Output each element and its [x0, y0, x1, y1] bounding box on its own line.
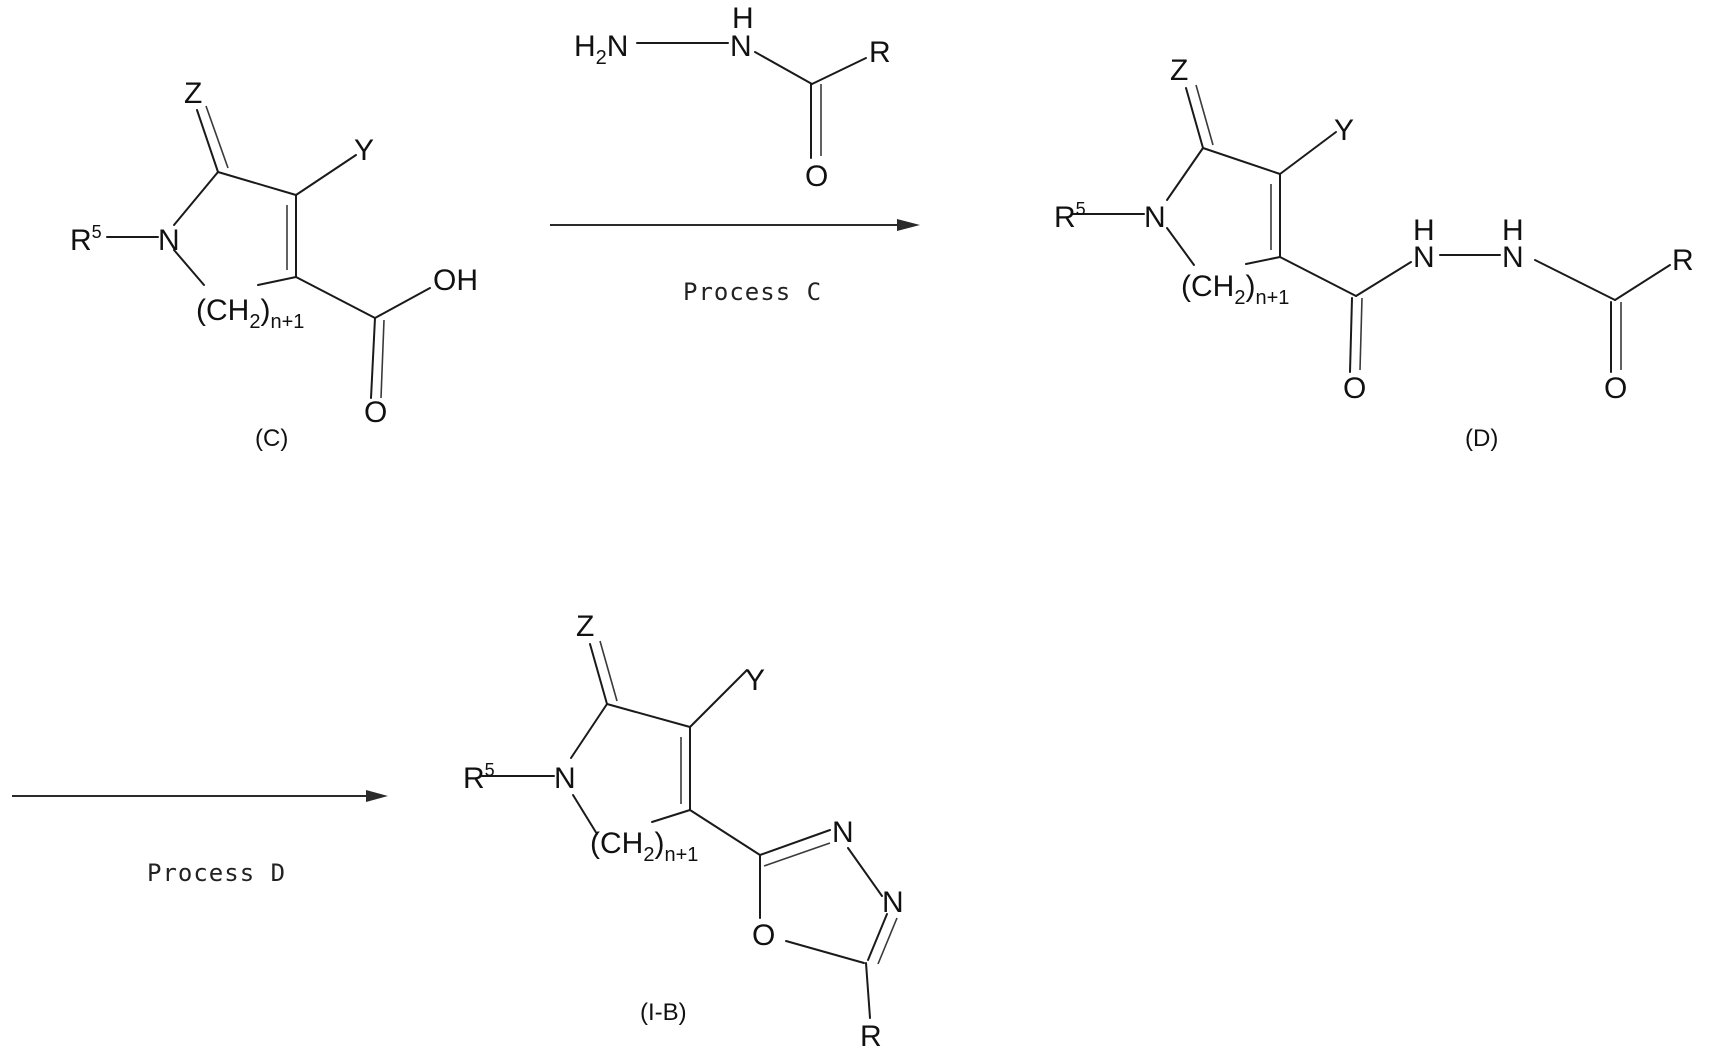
- compound-c: Z Y R5 N (CH2)n+1 OH O (C): [70, 77, 478, 452]
- atom-o2: O: [1604, 372, 1627, 405]
- atom-r: R: [860, 1020, 882, 1051]
- atom-o1: O: [1343, 372, 1366, 405]
- atom-r: R: [869, 36, 891, 69]
- atom-o: O: [805, 160, 828, 193]
- atom-r5: R5: [70, 222, 102, 257]
- arrow-head-icon: [366, 790, 388, 802]
- atom-n: N: [1144, 201, 1166, 234]
- atom-y: Y: [1334, 114, 1354, 147]
- atom-r: R: [1672, 244, 1694, 277]
- atom-h2n: H2N: [574, 30, 628, 69]
- atom-z: Z: [1170, 54, 1188, 87]
- atom-nh-h: H: [732, 2, 754, 35]
- atom-oh: OH: [433, 264, 478, 297]
- atom-ch2-chain: (CH2)n+1: [1181, 270, 1289, 309]
- atom-ch2-chain: (CH2)n+1: [590, 827, 698, 866]
- atom-ring-n2: N: [882, 886, 904, 919]
- process-d-label: Process D: [147, 859, 286, 887]
- atom-z: Z: [184, 77, 202, 110]
- atom-nh2-n: N: [1502, 241, 1524, 274]
- atom-r5: R5: [463, 760, 495, 795]
- atom-ch2-chain: (CH2)n+1: [196, 294, 304, 333]
- atom-n: N: [158, 224, 180, 257]
- compound-label-c: (C): [255, 425, 288, 452]
- compound-label-d: (D): [1465, 425, 1498, 452]
- process-c-label: Process C: [683, 278, 822, 306]
- atom-ring-n1: N: [832, 816, 854, 849]
- atom-o: O: [364, 396, 387, 429]
- atom-ring-o: O: [752, 919, 775, 952]
- atom-y: Y: [745, 664, 765, 697]
- compound-ib: Z Y R5 N (CH2)n+1 N N O R (I-B): [463, 610, 904, 1051]
- arrow-process-d: Process D: [12, 790, 388, 887]
- atom-nh1-n: N: [1413, 241, 1435, 274]
- arrow-head-icon: [897, 219, 920, 231]
- compound-d: Z Y R5 N (CH2)n+1 H N H N R O O (D): [1054, 54, 1694, 452]
- reagent-hydrazide: H2N H N R O: [574, 2, 891, 193]
- atom-r5: R5: [1054, 199, 1086, 234]
- arrow-process-c: Process C: [550, 219, 920, 306]
- atom-nh1-h: H: [1413, 214, 1435, 247]
- atom-nh2-h: H: [1502, 214, 1524, 247]
- atom-n: N: [554, 762, 576, 795]
- atom-y: Y: [354, 134, 374, 167]
- atom-nh-n: N: [730, 30, 752, 63]
- compound-label-ib: (I-B): [640, 999, 687, 1026]
- atom-z: Z: [576, 610, 594, 643]
